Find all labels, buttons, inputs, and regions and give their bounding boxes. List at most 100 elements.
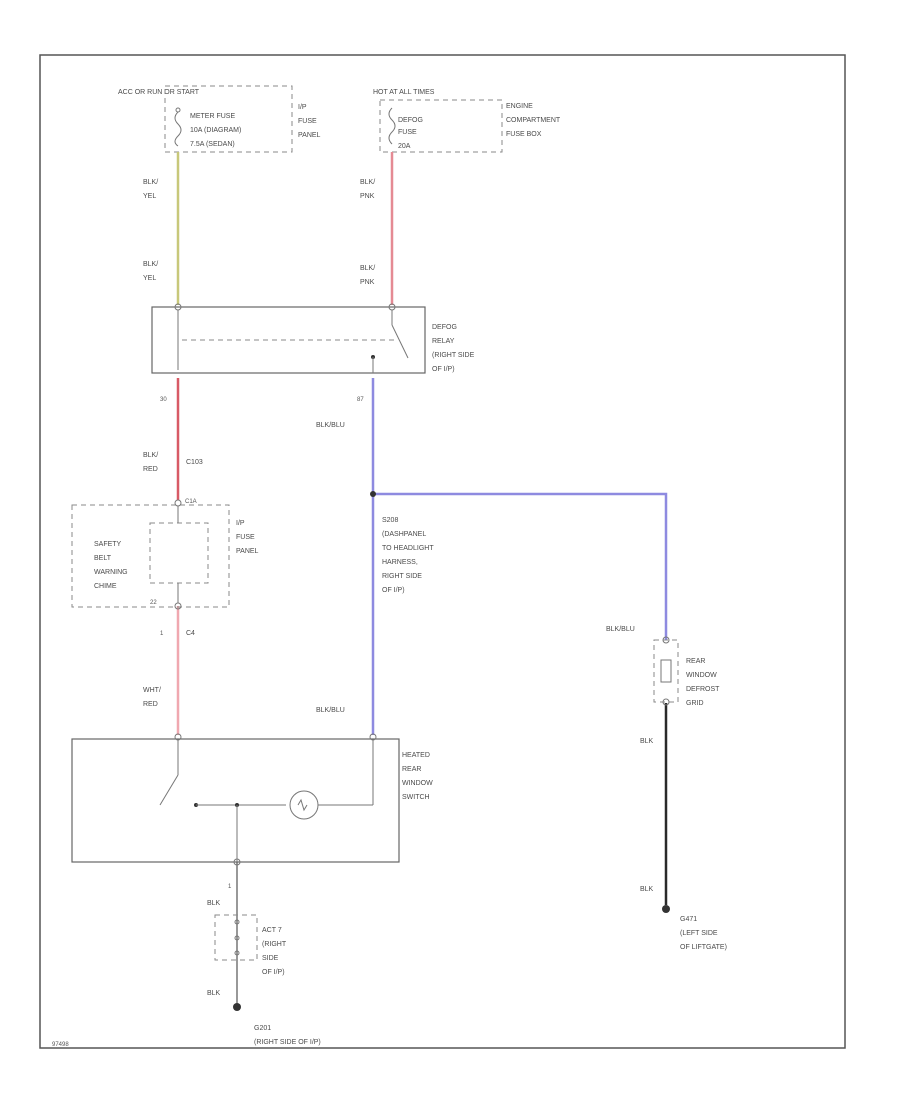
- connector-c4: C4: [186, 630, 195, 637]
- splice-label-4: HARNESS,: [382, 559, 418, 566]
- wire-label-blk-pnk-2b: PNK: [360, 279, 375, 286]
- ground-g471-label-3: OF LIFTGATE): [680, 944, 727, 951]
- meter-fuse-line2: 10A (DIAGRAM): [190, 127, 241, 134]
- engine-fuse-box-line2: COMPARTMENT: [506, 117, 561, 124]
- wire-label-blk-4: BLK: [207, 990, 221, 997]
- defog-fuse-line2: FUSE: [398, 129, 417, 136]
- chime-label-3: WARNING: [94, 569, 128, 576]
- wire-label-blk-yel-1a: BLK/: [143, 179, 158, 186]
- engine-fuse-box-line3: FUSE BOX: [506, 131, 542, 138]
- wire-segments: [176, 152, 668, 1005]
- defog-fuse-group: HOT AT ALL TIMES DEFOG FUSE 20A ENGINE C…: [373, 89, 561, 153]
- act-label-1: ACT 7: [262, 927, 282, 934]
- connector-c103: C103: [186, 459, 203, 466]
- heated-rear-window-switch: HEATED REAR WINDOW SWITCH: [71, 733, 433, 863]
- splice-label-3: TO HEADLIGHT: [382, 545, 434, 552]
- chime-panel-label-1: I/P: [236, 520, 245, 527]
- chime-panel-label-2: FUSE: [236, 534, 255, 541]
- ip-fuse-panel-label-3: PANEL: [298, 132, 321, 139]
- wire-label-blk-pnk-1a: BLK/: [360, 179, 375, 186]
- indicator-lamp: [289, 790, 319, 820]
- act-label-3: SIDE: [262, 955, 279, 962]
- relay-pin-30: 30: [160, 397, 167, 403]
- act-label-2: (RIGHT: [262, 941, 287, 948]
- grid-label-4: GRID: [686, 700, 704, 707]
- chime-label-1: SAFETY: [94, 541, 122, 548]
- splice-label-6: OF I/P): [382, 587, 405, 594]
- ground-g471-label-2: (LEFT SIDE: [680, 930, 718, 937]
- grid-label-2: WINDOW: [686, 672, 717, 679]
- wire-label-blk-yel-2b: YEL: [143, 275, 156, 282]
- switch-label-2: REAR: [402, 766, 421, 773]
- relay-pin-87: 87: [357, 397, 364, 403]
- chime-label-2: BELT: [94, 555, 112, 562]
- wire-label-blk-red-b: RED: [143, 466, 158, 473]
- meter-fuse-group: ACC OR RUN OR START METER FUSE 10A (DIAG…: [118, 85, 321, 153]
- wire-label-wht-red-a: WHT/: [143, 687, 161, 694]
- splice-label-1: S208: [382, 517, 398, 524]
- splice-label-5: RIGHT SIDE: [382, 573, 422, 580]
- chime-panel-label-3: PANEL: [236, 548, 259, 555]
- relay-label-1: DEFOG: [432, 324, 457, 331]
- meter-fuse-line3: 7.5A (SEDAN): [190, 141, 235, 148]
- act-label-4: OF I/P): [262, 969, 285, 976]
- wire-blk-blu-branch: [373, 492, 668, 640]
- wire-label-blk-pnk-1b: PNK: [360, 193, 375, 200]
- pin-1-bottom: 1: [228, 884, 232, 890]
- wire-label-blk-pnk-2a: BLK/: [360, 265, 375, 272]
- wire-label-blk-3: BLK: [207, 900, 221, 907]
- wire-label-blk-blu-top: BLK/BLU: [316, 422, 345, 429]
- pin-1-chime: 1: [160, 631, 164, 637]
- pin-c1a: C1A: [185, 499, 197, 505]
- grid-outline: [653, 639, 679, 703]
- act-outline: [214, 914, 258, 961]
- relay-label-2: RELAY: [432, 338, 455, 345]
- ip-fuse-panel-label-2: FUSE: [298, 118, 317, 125]
- wire-label-blk-blu-right: BLK/BLU: [606, 626, 635, 633]
- splice-s208-dot: [370, 491, 376, 497]
- ip-fuse-panel-label-1: I/P: [298, 104, 307, 111]
- switch-label-3: WINDOW: [402, 780, 433, 787]
- ground-g201-label-2: (RIGHT SIDE OF I/P): [254, 1039, 321, 1046]
- ground-g201-dot: [233, 1003, 241, 1011]
- meter-fuse-symbol: [174, 111, 182, 147]
- engine-fuse-box-line1: ENGINE: [506, 103, 533, 110]
- chime-panel-outline: [71, 504, 230, 608]
- pin-22: 22: [150, 600, 157, 606]
- switch-label-1: HEATED: [402, 752, 430, 759]
- switch-label-4: SWITCH: [402, 794, 430, 801]
- defog-relay: DEFOG RELAY (RIGHT SIDE OF I/P): [151, 303, 475, 374]
- ground-g471-label-1: G471: [680, 916, 697, 923]
- rear-window-defrost-grid: BLK/BLU REAR WINDOW DEFROST GRID: [606, 626, 720, 707]
- defog-fuse-line3: 20A: [398, 143, 411, 150]
- relay-label-3: (RIGHT SIDE: [432, 352, 475, 359]
- wire-label-blk-2: BLK: [640, 886, 654, 893]
- diagram-code: 97498: [52, 1042, 69, 1048]
- chime-label-4: CHIME: [94, 583, 117, 590]
- meter-fuse-line1: METER FUSE: [190, 113, 235, 120]
- act-7: ACT 7 (RIGHT SIDE OF I/P): [214, 914, 287, 976]
- defog-fuse-line1: DEFOG: [398, 117, 423, 124]
- safety-belt-chime: C1A 22 SAFETY BELT WARNING CHIME I/P FUS…: [71, 499, 259, 610]
- source-label-right: HOT AT ALL TIMES: [373, 89, 435, 96]
- relay-label-4: OF I/P): [432, 366, 455, 373]
- wire-label-wht-red-b: RED: [143, 701, 158, 708]
- grid-label-3: DEFROST: [686, 686, 720, 693]
- grid-label-1: REAR: [686, 658, 705, 665]
- splice-label-2: (DASHPANEL: [382, 531, 426, 538]
- source-label-left: ACC OR RUN OR START: [118, 89, 200, 96]
- ground-g471-dot: [662, 905, 670, 913]
- defog-fuse-symbol: [388, 107, 396, 145]
- switch-box: [71, 738, 400, 863]
- chime-inner-outline: [149, 522, 209, 584]
- relay-box: [151, 306, 426, 374]
- wire-label-blk-blu-bottom: BLK/BLU: [316, 707, 345, 714]
- ground-g201-label-1: G201: [254, 1025, 271, 1032]
- diagram-frame: [39, 54, 846, 1049]
- wire-label-blk-red-a: BLK/: [143, 452, 158, 459]
- wire-label-blk-yel-1b: YEL: [143, 193, 156, 200]
- wire-label-blk-1: BLK: [640, 738, 654, 745]
- ip-fuse-panel-outline-top: [164, 85, 293, 153]
- wire-label-blk-yel-2a: BLK/: [143, 261, 158, 268]
